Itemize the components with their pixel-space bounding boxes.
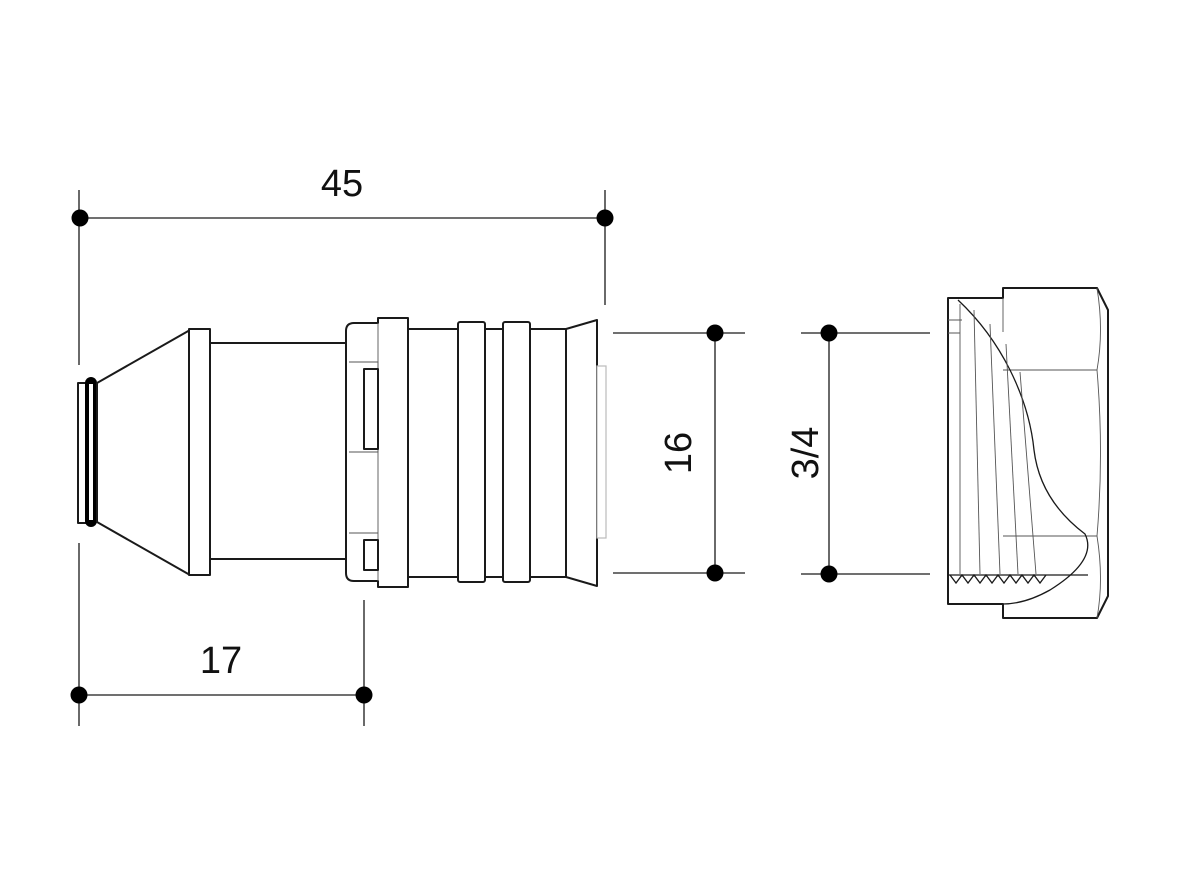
nut-thread-line — [973, 309, 981, 575]
dimension-dot — [71, 209, 89, 227]
nut-bore-detail — [948, 319, 962, 334]
dimension-pipe-diameter: 16 — [613, 324, 745, 582]
union-nut — [947, 287, 1109, 619]
o-ring-highlight — [89, 384, 93, 520]
dimension-dot — [70, 686, 88, 704]
union-nut-outline — [947, 287, 1109, 619]
dimension-dot — [706, 564, 724, 582]
dimension-insert-length: 17 — [70, 543, 373, 726]
nut-thread-line — [1005, 343, 1019, 575]
dimension-label-overall-length: 45 — [321, 163, 363, 205]
dimension-overall-length: 45 — [71, 163, 614, 365]
dimension-dot — [706, 324, 724, 342]
dimension-dot — [355, 686, 373, 704]
nut-thread-line — [989, 323, 1001, 575]
fitting-body — [77, 317, 607, 588]
nut-section-cut — [957, 299, 1089, 605]
fitting-lock-ring — [345, 317, 409, 588]
lock-ring-slot-top — [363, 368, 379, 450]
fitting-collar — [188, 328, 211, 576]
dimension-dot — [820, 565, 838, 583]
nut-thread-line — [1019, 371, 1037, 575]
sleeve-flare — [565, 319, 598, 587]
dimension-label-pipe-diameter: 16 — [658, 432, 700, 474]
lock-ring-slot-bottom — [363, 539, 379, 571]
sleeve-rib — [502, 321, 531, 583]
fitting-cone — [96, 329, 191, 576]
dimension-thread-size: 3/4 — [785, 324, 930, 583]
fitting-sleeve — [407, 328, 589, 578]
dimension-label-insert-length: 17 — [200, 640, 242, 682]
sleeve-rib — [457, 321, 486, 583]
pipe-stub — [596, 365, 607, 539]
fitting-tube — [209, 342, 348, 560]
dimension-dot — [596, 209, 614, 227]
nut-hex-curve — [1096, 287, 1101, 619]
dimension-label-thread-size: 3/4 — [785, 427, 827, 480]
dimension-dot — [820, 324, 838, 342]
